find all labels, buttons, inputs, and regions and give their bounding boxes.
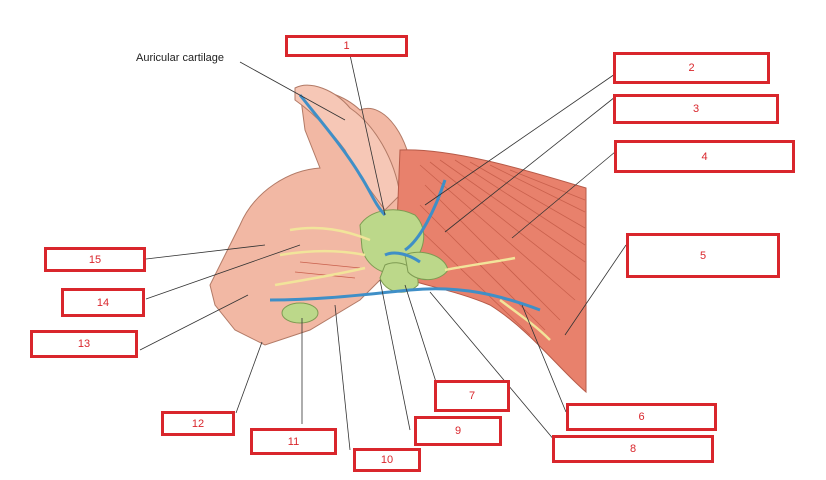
label-box-2[interactable]: 2 bbox=[613, 52, 770, 84]
label-box-13[interactable]: 13 bbox=[30, 330, 138, 358]
label-box-3[interactable]: 3 bbox=[613, 94, 779, 124]
label-box-1[interactable]: 1 bbox=[285, 35, 408, 57]
muscle-fibers bbox=[294, 159, 586, 336]
label-box-4[interactable]: 4 bbox=[614, 140, 795, 173]
blood-vessels bbox=[269, 94, 541, 312]
label-box-8[interactable]: 8 bbox=[552, 435, 714, 463]
nerves bbox=[274, 226, 551, 341]
label-box-15[interactable]: 15 bbox=[44, 247, 146, 272]
label-box-9[interactable]: 9 bbox=[414, 416, 502, 446]
salivary-glands bbox=[281, 209, 449, 324]
leader-lines bbox=[139, 54, 627, 451]
label-box-6[interactable]: 6 bbox=[566, 403, 717, 431]
label-box-5[interactable]: 5 bbox=[626, 233, 780, 278]
label-box-14[interactable]: 14 bbox=[61, 288, 145, 317]
label-box-10[interactable]: 10 bbox=[353, 448, 421, 472]
label-box-7[interactable]: 7 bbox=[434, 380, 510, 412]
label-box-12[interactable]: 12 bbox=[161, 411, 235, 436]
auricular-cartilage-caption: Auricular cartilage bbox=[136, 52, 225, 64]
label-box-11[interactable]: 11 bbox=[250, 428, 337, 455]
